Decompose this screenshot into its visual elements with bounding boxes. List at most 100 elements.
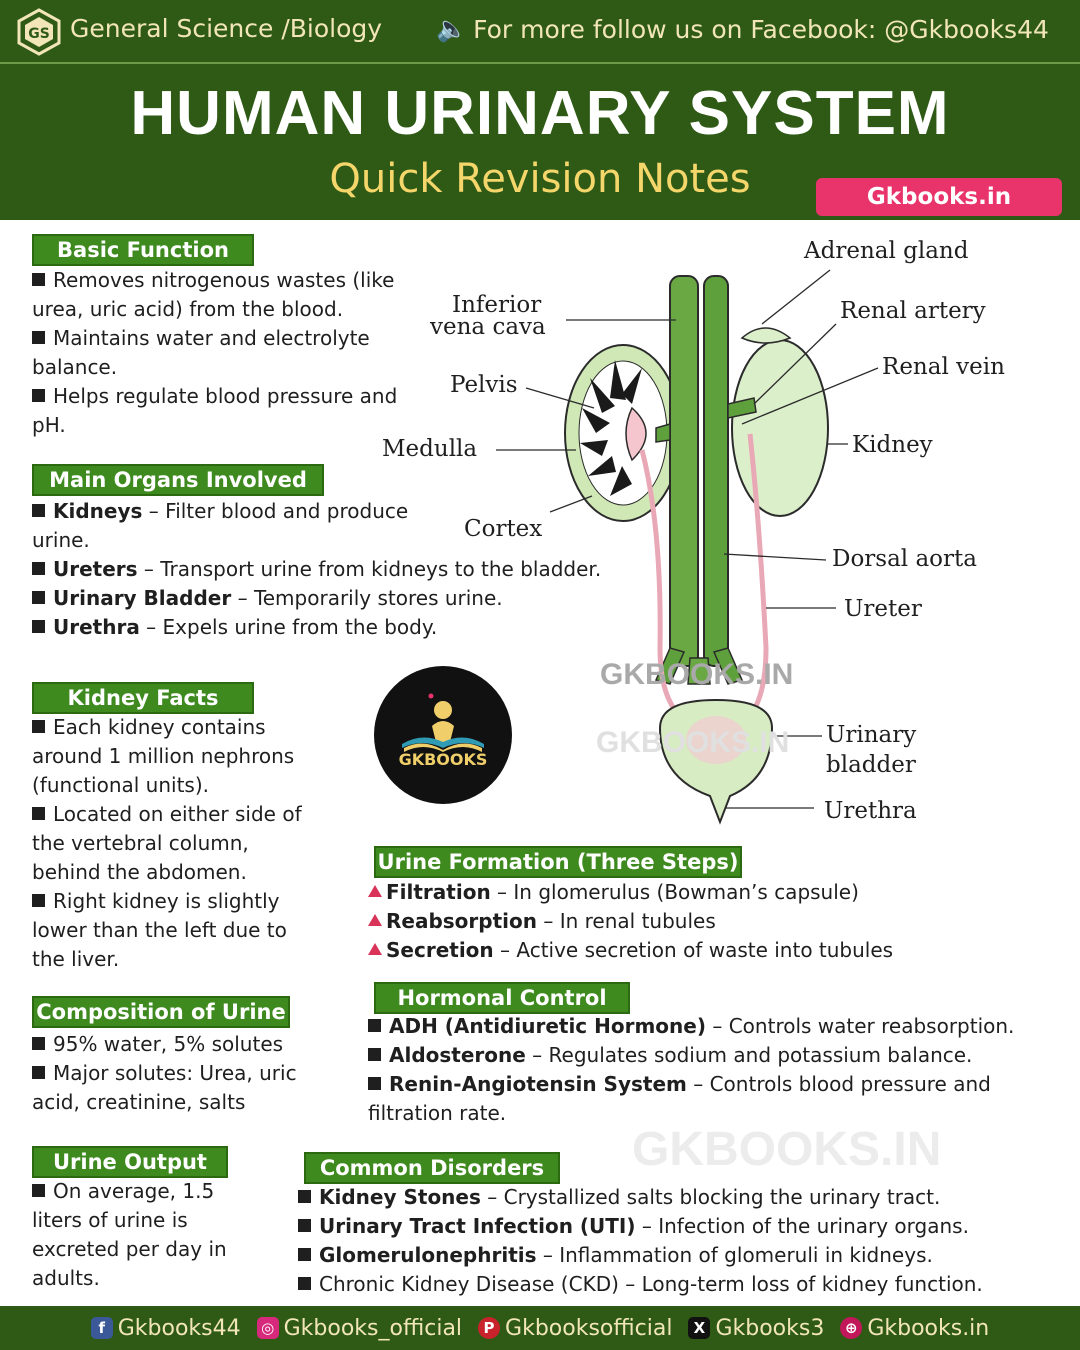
header: GS General Science /Biology 🔈 For more f… <box>0 0 1080 220</box>
label-pelvis: Pelvis <box>450 372 518 398</box>
basic-function-label: Basic Function <box>32 234 254 266</box>
list-item: Major solutes: Urea, uric acid, creatini… <box>32 1061 297 1114</box>
watermark: GKBOOKS.IN <box>600 658 794 691</box>
bullet-icon <box>298 1248 311 1261</box>
triangle-bullet-icon <box>368 885 382 897</box>
label-renal-artery: Renal artery <box>840 298 986 324</box>
follow-text: For more follow us on Facebook: @Gkbooks… <box>473 14 1049 44</box>
bullet-icon <box>32 1184 45 1197</box>
urinary-system-diagram: Adrenal gland Inferior vena cava Renal a… <box>370 228 1080 848</box>
hormonal-control-label: Hormonal Control <box>374 982 630 1014</box>
bullet-icon <box>32 562 45 575</box>
list-item: Chronic Kidney Disease (CKD) – Long-term… <box>298 1270 1058 1299</box>
label-inferior-vena-cava-1: Inferior <box>452 292 542 318</box>
footer-instagram-text: Gkbooks_official <box>283 1315 463 1341</box>
footer-x-link[interactable]: X Gkbooks3 <box>688 1316 824 1341</box>
list-item: Each kidney contains around 1 million ne… <box>32 715 295 797</box>
label-urinary-bladder-2: bladder <box>826 752 916 778</box>
footer-pinterest-link[interactable]: P Gkbooksofficial <box>478 1316 672 1341</box>
footer-facebook-link[interactable]: f Gkbooks44 <box>90 1315 241 1341</box>
footer-website-link[interactable]: ⊕ Gkbooks.in <box>840 1316 989 1341</box>
label-inferior-vena-cava-2: vena cava <box>430 314 546 340</box>
pinterest-icon: P <box>478 1317 501 1339</box>
bullet-icon <box>32 331 45 344</box>
bullet-icon <box>32 504 45 517</box>
bullet-icon <box>32 894 45 907</box>
speaker-icon: 🔈 <box>436 14 468 43</box>
page-title: HUMAN URINARY SYSTEM <box>130 79 950 148</box>
label-medulla: Medulla <box>382 436 478 462</box>
label-kidney: Kidney <box>852 432 933 458</box>
site-badge[interactable]: Gkbooks.in <box>816 178 1062 216</box>
urine-formation-list: Filtration – In glomerulus (Bowman’s cap… <box>368 878 1028 965</box>
bullet-icon <box>32 273 45 286</box>
x-icon: X <box>688 1317 711 1339</box>
footer-pinterest-text: Gkbooksofficial <box>505 1315 673 1341</box>
list-item: Urinary Tract Infection (UTI) – Infectio… <box>298 1212 1058 1241</box>
bullet-icon <box>32 1037 45 1050</box>
bullet-icon <box>32 389 45 402</box>
urine-output-list: On average, 1.5 liters of urine is excre… <box>32 1177 257 1293</box>
book-icon <box>402 693 484 752</box>
bullet-icon <box>368 1019 381 1032</box>
list-item: Right kidney is slightly lower than the … <box>32 889 287 971</box>
footer-website-text: Gkbooks.in <box>867 1315 990 1341</box>
list-item: Filtration – In glomerulus (Bowman’s cap… <box>368 878 1028 907</box>
list-item: ADH (Antidiuretic Hormone) – Controls wa… <box>368 1012 1038 1041</box>
bullet-icon <box>32 720 45 733</box>
gs-logo-icon: GS <box>17 8 61 56</box>
list-item: Ureters – Transport urine from kidneys t… <box>32 555 622 584</box>
list-item: Aldosterone – Regulates sodium and potas… <box>368 1041 1038 1070</box>
label-ureter: Ureter <box>844 596 922 622</box>
bullet-icon <box>298 1219 311 1232</box>
urine-output-label: Urine Output <box>32 1146 228 1178</box>
list-item: Glomerulonephritis – Inflammation of glo… <box>298 1241 1058 1270</box>
gkbooks-logo: GKBOOKS <box>374 666 512 804</box>
watermark: GKBOOKS.IN <box>596 726 790 759</box>
logo-text: GS <box>28 26 50 42</box>
list-item: Helps regulate blood pressure and pH. <box>32 384 398 437</box>
label-dorsal-aorta: Dorsal aorta <box>832 546 977 572</box>
follow-note: 🔈 For more follow us on Facebook: @Gkboo… <box>436 14 1049 44</box>
kidney-facts-list: Each kidney contains around 1 million ne… <box>32 713 317 974</box>
bullet-icon <box>32 591 45 604</box>
bullet-icon <box>368 1077 381 1090</box>
footer-instagram-link[interactable]: ◎ Gkbooks_official <box>256 1315 463 1341</box>
kidney-facts-label: Kidney Facts <box>32 682 254 714</box>
hormonal-control-list: ADH (Antidiuretic Hormone) – Controls wa… <box>368 1012 1038 1128</box>
top-bar: GS General Science /Biology 🔈 For more f… <box>0 0 1080 64</box>
list-item: Urethra – Expels urine from the body. <box>32 613 622 642</box>
urinary-system-illustration <box>496 269 879 825</box>
footer-facebook-text: Gkbooks44 <box>117 1315 241 1341</box>
label-urethra: Urethra <box>824 798 917 824</box>
bullet-icon <box>32 807 45 820</box>
label-adrenal-gland: Adrenal gland <box>804 238 969 264</box>
basic-function-list: Removes nitrogenous wastes (like urea, u… <box>32 266 412 440</box>
list-item: 95% water, 5% solutes <box>32 1030 322 1059</box>
composition-list: 95% water, 5% solutes Major solutes: Ure… <box>32 1030 322 1117</box>
bullet-icon <box>368 1048 381 1061</box>
globe-icon: ⊕ <box>840 1317 863 1339</box>
list-item: Maintains water and electrolyte balance. <box>32 326 370 379</box>
composition-label: Composition of Urine <box>32 996 290 1028</box>
gkbooks-logo-text: GKBOOKS <box>398 750 488 769</box>
bullet-icon <box>298 1277 311 1290</box>
watermark: GKBOOKS.IN <box>632 1123 942 1176</box>
label-renal-vein: Renal vein <box>882 354 1005 380</box>
list-item: Located on either side of the vertebral … <box>32 802 302 884</box>
instagram-icon: ◎ <box>256 1317 279 1339</box>
bullet-icon <box>32 1066 45 1079</box>
list-item: On average, 1.5 liters of urine is excre… <box>32 1179 227 1290</box>
common-disorders-list: Kidney Stones – Crystallized salts block… <box>298 1183 1058 1299</box>
triangle-bullet-icon <box>368 914 382 926</box>
page-subtitle: Quick Revision Notes <box>329 156 751 202</box>
main-organs-label: Main Organs Involved <box>32 464 324 496</box>
label-urinary-bladder-1: Urinary <box>826 722 917 748</box>
bullet-icon <box>32 620 45 633</box>
footer-x-text: Gkbooks3 <box>715 1315 825 1341</box>
list-item: Renin-Angiotensin System – Controls bloo… <box>368 1072 991 1125</box>
footer-social-bar: f Gkbooks44 ◎ Gkbooks_official P Gkbooks… <box>0 1306 1080 1350</box>
main-organs-list: Kidneys – Filter blood and produce urine… <box>32 497 622 642</box>
facebook-icon: f <box>90 1317 113 1339</box>
list-item: Reabsorption – In renal tubules <box>368 907 1028 936</box>
